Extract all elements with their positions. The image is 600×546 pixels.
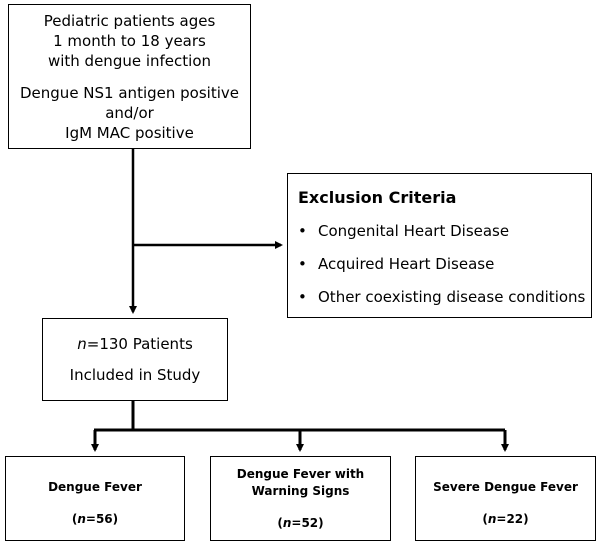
group-box-severe-dengue-fever: Severe Dengue Fever (n=22)	[415, 456, 596, 541]
group-count: (n=52)	[277, 516, 324, 530]
exclusion-item-label: Congenital Heart Disease	[318, 222, 510, 240]
inclusion-criteria-box: Pediatric patients ages 1 month to 18 ye…	[8, 4, 251, 149]
included-label: Included in Study	[69, 366, 201, 384]
bullet-icon: •	[298, 255, 307, 273]
group-count-value: =56	[85, 512, 113, 526]
group-count: (n=22)	[482, 512, 529, 526]
group-label: Dengue Fever	[48, 480, 142, 494]
bullet-icon: •	[298, 288, 307, 306]
bullet-icon: •	[298, 222, 307, 240]
exclusion-item-label: Acquired Heart Disease	[318, 255, 495, 273]
group-count-value: =52	[291, 516, 319, 530]
exclusion-item: • Acquired Heart Disease	[298, 254, 591, 287]
group-label: Dengue Fever with	[236, 467, 365, 481]
included-patients-box: n=130 Patients Included in Study	[42, 318, 228, 401]
group-label: Warning Signs	[251, 484, 350, 498]
exclusion-item: • Other coexisting disease conditions	[298, 287, 591, 320]
exclusion-list: • Congenital Heart Disease • Acquired Hear…	[298, 221, 591, 320]
test-line: and/or	[105, 104, 154, 122]
criteria-line: 1 month to 18 years	[53, 32, 206, 50]
included-count-text: =130 Patients	[86, 335, 193, 353]
exclusion-item-label: Other coexisting disease conditions	[318, 288, 586, 306]
group-count-value: =22	[496, 512, 524, 526]
exclusion-criteria-box: Exclusion Criteria • Congenital Heart Dis…	[287, 173, 592, 318]
exclusion-title: Exclusion Criteria	[298, 188, 457, 207]
group-box-dengue-fever: Dengue Fever (n=56)	[5, 456, 185, 541]
n-label: n	[77, 335, 87, 353]
test-line: Dengue NS1 antigen positive	[20, 84, 239, 102]
criteria-line: with dengue infection	[47, 52, 212, 70]
included-count: n=130 Patients	[43, 334, 227, 354]
criteria-line: Pediatric patients ages	[43, 12, 216, 30]
test-line: IgM MAC positive	[65, 124, 194, 142]
n-label: n	[77, 512, 86, 526]
n-label: n	[487, 512, 497, 526]
n-label: n	[282, 516, 292, 530]
group-count: (n=56)	[71, 512, 119, 526]
exclusion-item: • Congenital Heart Disease	[298, 221, 591, 254]
group-box-dengue-fever-warning-signs: Dengue Fever with Warning Signs (n=52)	[210, 456, 391, 541]
group-label: Severe Dengue Fever	[433, 480, 578, 494]
